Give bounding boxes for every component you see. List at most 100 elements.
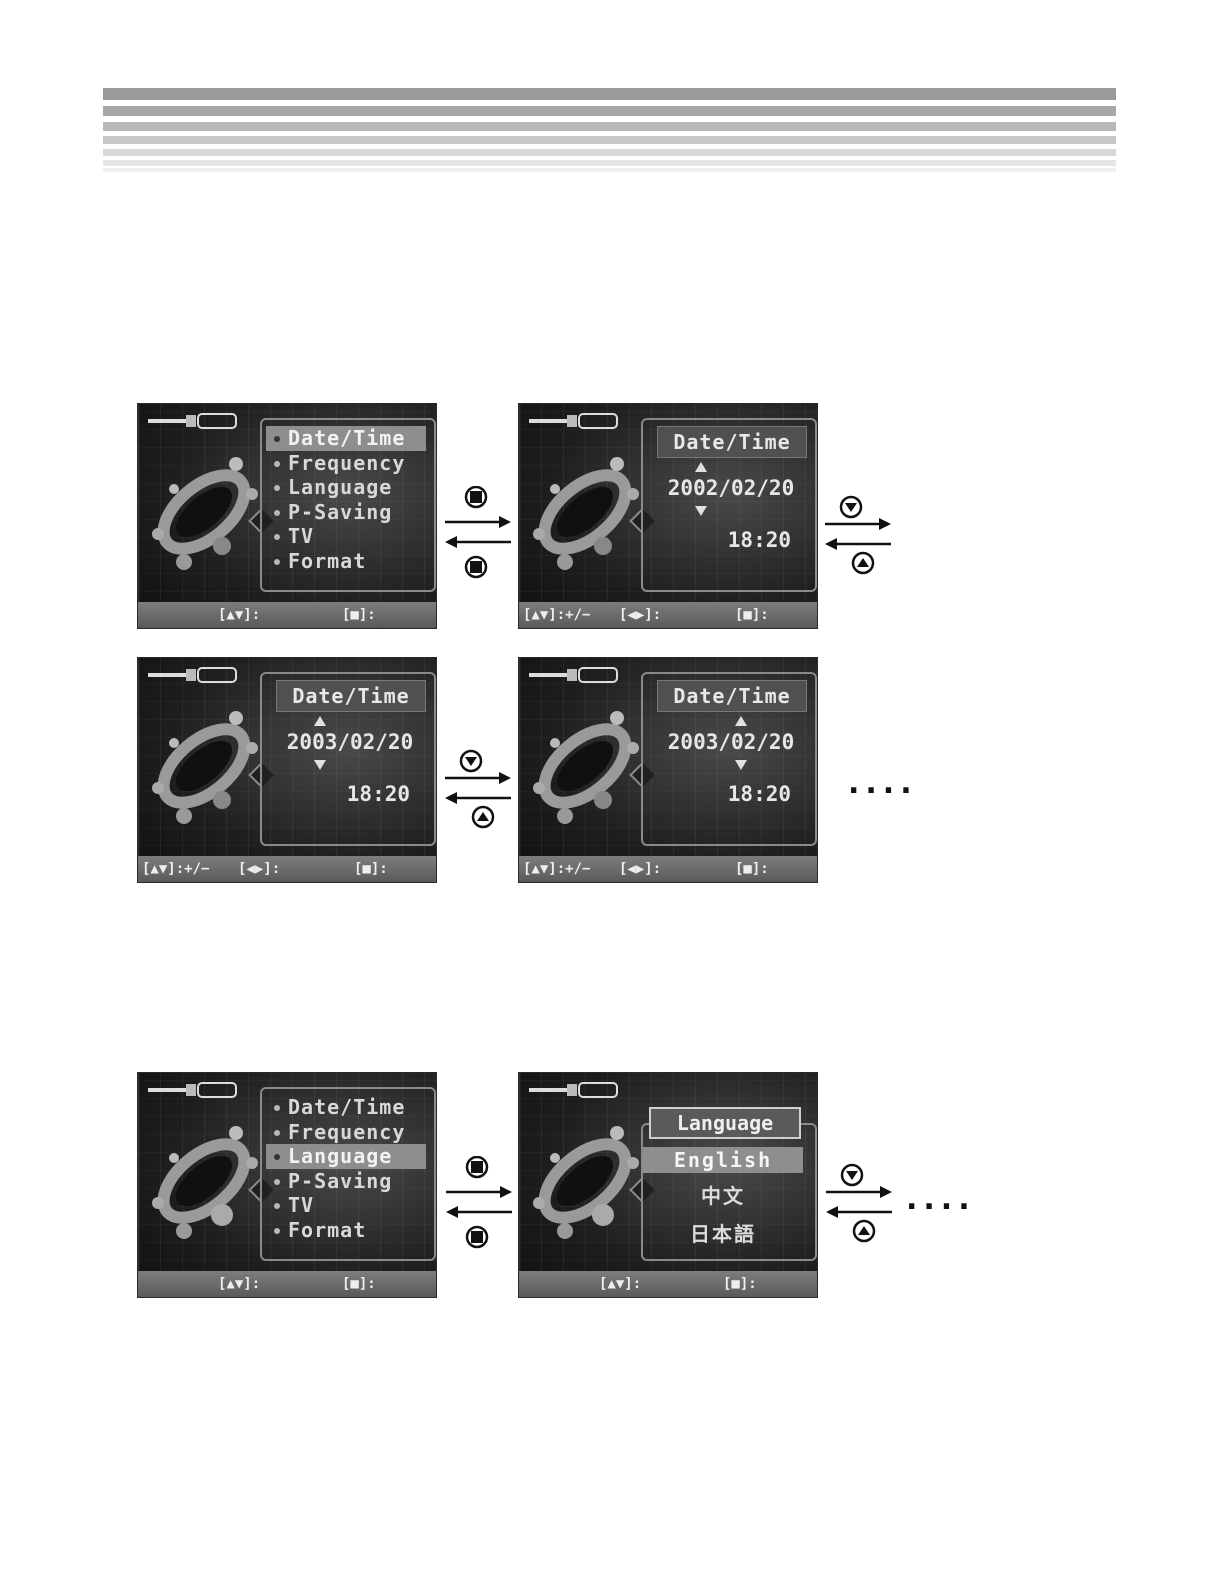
status-leftright-hint: [◀▶]: [238, 861, 281, 877]
datetime-panel [641, 418, 817, 592]
down-triangle-button-icon [459, 749, 483, 773]
tool-icon [148, 667, 237, 683]
bullet-icon [274, 436, 280, 442]
setup-menu: Date/Time Frequency Language P-Saving TV… [266, 426, 426, 574]
time-value[interactable]: 18:20 [727, 782, 791, 806]
stop-square-button-icon [464, 555, 488, 579]
up-triangle-button-icon [471, 805, 495, 829]
status-bar: [▲▼]:+/− [◀▶]: [■]: [138, 856, 436, 882]
menu-item-language[interactable]: Language [266, 475, 426, 500]
camera-screen-datetime-2003: Date/Time 2003/02/20 18:20 [▲▼]:+/− [◀▶]… [137, 657, 437, 883]
bullet-icon [274, 460, 280, 467]
gear-icon [152, 711, 258, 824]
stop-square-button-icon [465, 1156, 489, 1179]
menu-item-format[interactable]: Format [266, 549, 426, 574]
tool-icon [529, 1082, 618, 1098]
stop-square-button-icon [465, 1225, 489, 1249]
status-enter-hint: [■]: [354, 861, 388, 877]
bullet-icon [274, 509, 280, 516]
status-leftright-hint: [◀▶]: [619, 607, 662, 623]
status-updown-hint: [▲▼]:+/− [142, 861, 210, 877]
bullet-icon [274, 1178, 280, 1185]
datetime-title: Date/Time [657, 426, 807, 458]
menu-item-frequency[interactable]: Frequency [266, 451, 426, 476]
status-updown-hint: [▲▼]: [218, 607, 261, 623]
menu-item-p-saving[interactable]: P-Saving [266, 500, 426, 525]
up-triangle-button-icon [852, 1219, 876, 1243]
gear-icon [533, 1126, 639, 1239]
menu-item-datetime[interactable]: Date/Time [266, 1095, 426, 1120]
datetime-title: Date/Time [276, 680, 426, 712]
menu-item-format[interactable]: Format [266, 1218, 426, 1243]
gear-icon [533, 711, 639, 824]
down-triangle-button-icon [840, 1163, 864, 1187]
transition-enter-arrows [443, 486, 513, 579]
tool-icon [529, 667, 618, 683]
bullet-icon [274, 1227, 280, 1234]
continuation-dots: .... [848, 766, 918, 801]
camera-screen-datetime-2002: Date/Time 2002/02/20 18:20 [▲▼]:+/− [◀▶]… [518, 403, 818, 629]
bullet-icon [274, 1105, 280, 1111]
time-value[interactable]: 18:20 [727, 528, 791, 552]
menu-panel [260, 418, 436, 592]
status-updown-hint: [▲▼]:+/− [523, 607, 591, 623]
status-bar: [▲▼]:+/− [◀▶]: [■]: [519, 602, 817, 628]
bullet-icon [274, 1154, 280, 1161]
gear-icon [152, 1126, 258, 1239]
camera-screen-setup-menu-datetime: Date/Time Frequency Language P-Saving TV… [137, 403, 437, 629]
up-arrow-icon [314, 716, 326, 726]
date-value[interactable]: 2003/02/20 [667, 730, 795, 754]
down-triangle-button-icon [839, 495, 863, 519]
status-bar: [▲▼]: [■]: [138, 602, 436, 628]
status-bar: [▲▼]: [■]: [519, 1271, 817, 1297]
bullet-icon [274, 485, 280, 492]
camera-screen-language-menu: Language English 中文 日本語 [▲▼]: [■]: [518, 1072, 818, 1298]
continuation-dots: .... [906, 1182, 976, 1217]
language-option-chinese[interactable]: 中文 [701, 1184, 745, 1208]
stop-square-button-icon [464, 486, 488, 509]
transition-down-up-arrows [824, 1162, 894, 1246]
gear-icon [152, 457, 258, 570]
language-option-english[interactable]: English [643, 1147, 803, 1173]
language-option-japanese[interactable]: 日本語 [690, 1222, 756, 1246]
camera-screen-setup-menu-language: Date/Time Frequency Language P-Saving TV… [137, 1072, 437, 1298]
bullet-icon [274, 534, 280, 541]
menu-item-datetime[interactable]: Date/Time [266, 426, 426, 451]
up-arrow-icon [695, 462, 707, 472]
bullet-icon [274, 1203, 280, 1210]
down-arrow-icon [314, 760, 326, 770]
status-leftright-hint: [◀▶]: [619, 861, 662, 877]
menu-panel [260, 1087, 436, 1261]
datetime-title: Date/Time [657, 680, 807, 712]
down-arrow-icon [735, 760, 747, 770]
status-updown-hint: [▲▼]: [599, 1276, 642, 1292]
status-enter-hint: [■]: [342, 607, 376, 623]
status-updown-hint: [▲▼]: [218, 1276, 261, 1292]
menu-item-frequency[interactable]: Frequency [266, 1120, 426, 1145]
header-stripes [103, 88, 1116, 172]
camera-screen-datetime-2003-month: Date/Time 2003/02/20 18:20 [▲▼]:+/− [◀▶]… [518, 657, 818, 883]
date-value[interactable]: 2003/02/20 [286, 730, 414, 754]
status-updown-hint: [▲▼]:+/− [523, 861, 591, 877]
up-triangle-button-icon [851, 551, 875, 575]
menu-item-p-saving[interactable]: P-Saving [266, 1169, 426, 1194]
status-bar: [▲▼]:+/− [◀▶]: [■]: [519, 856, 817, 882]
up-arrow-icon [735, 716, 747, 726]
gear-icon [533, 457, 639, 570]
tool-icon [529, 413, 618, 429]
down-arrow-icon [695, 506, 707, 516]
tool-icon [148, 413, 237, 429]
setup-menu: Date/Time Frequency Language P-Saving TV… [266, 1095, 426, 1243]
time-value[interactable]: 18:20 [346, 782, 410, 806]
menu-item-tv[interactable]: TV [266, 524, 426, 549]
datetime-panel [260, 672, 436, 846]
status-enter-hint: [■]: [735, 861, 769, 877]
menu-item-language[interactable]: Language [266, 1144, 426, 1169]
transition-down-up-arrows [443, 748, 513, 832]
status-enter-hint: [■]: [723, 1276, 757, 1292]
status-bar: [▲▼]: [■]: [138, 1271, 436, 1297]
bullet-icon [274, 1129, 280, 1136]
datetime-panel [641, 672, 817, 846]
date-value[interactable]: 2002/02/20 [667, 476, 795, 500]
menu-item-tv[interactable]: TV [266, 1193, 426, 1218]
